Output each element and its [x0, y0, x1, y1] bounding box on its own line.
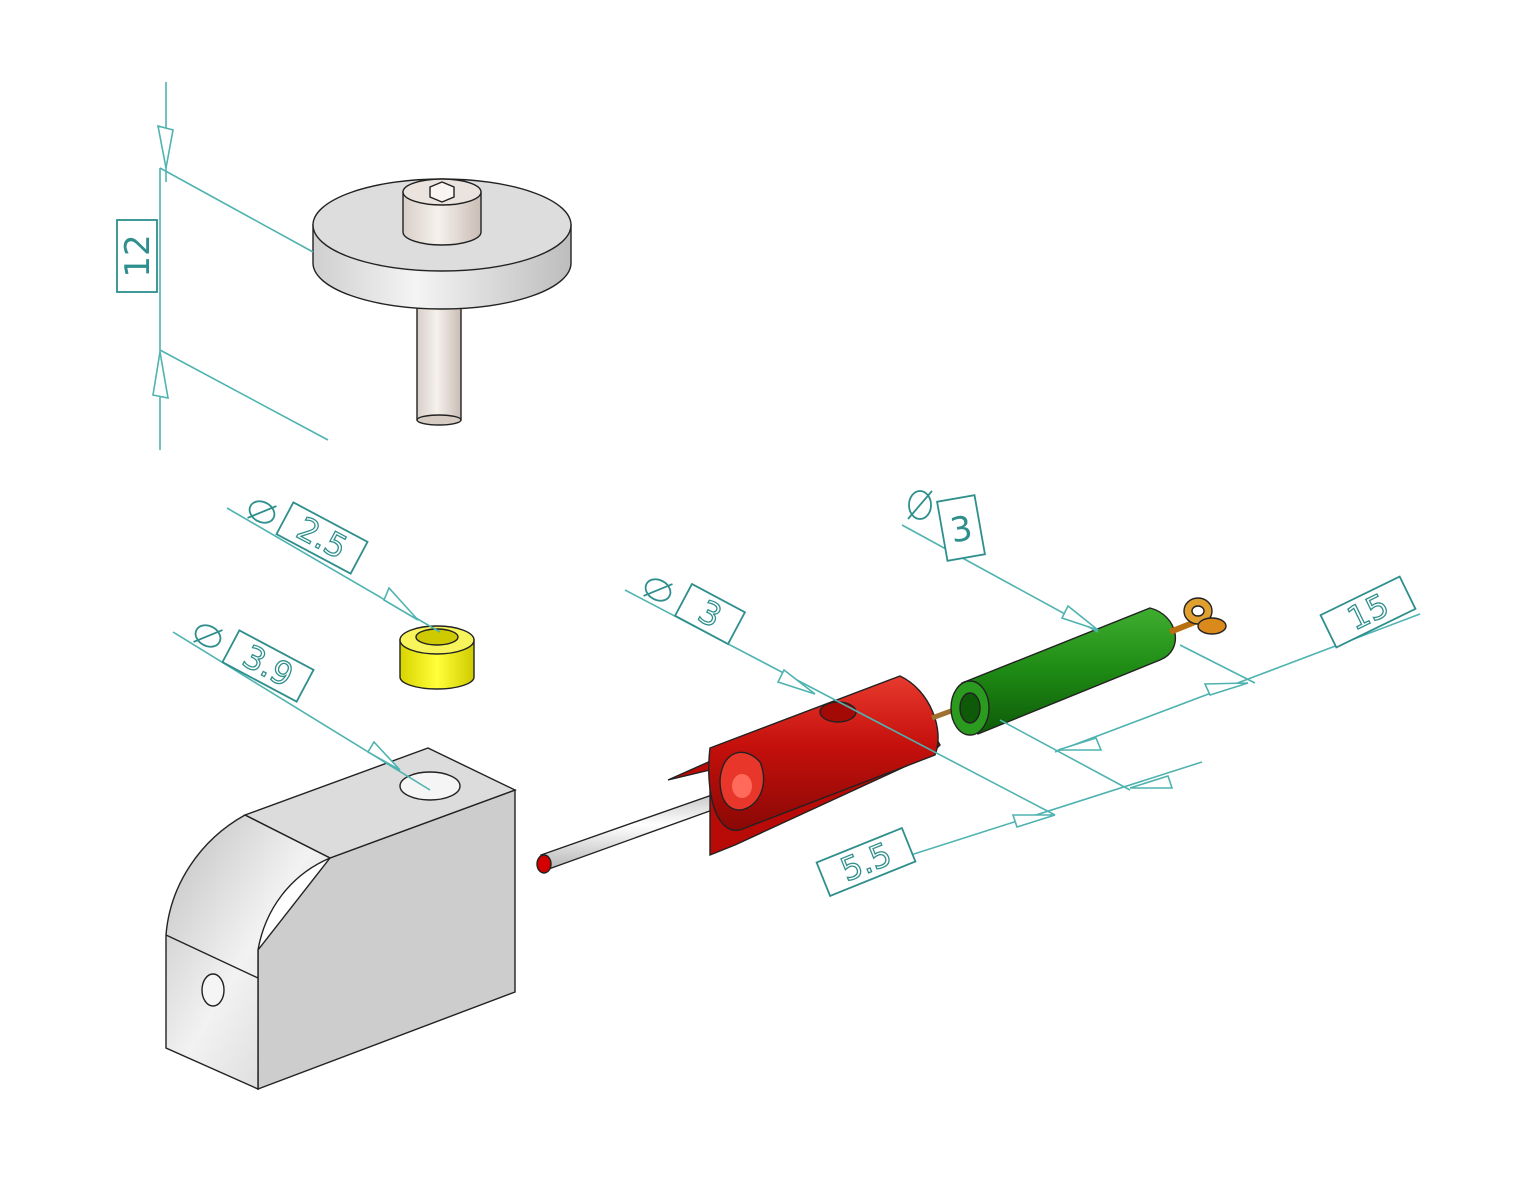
rod-tip — [536, 854, 552, 874]
rod-part — [536, 794, 719, 874]
spacer-part — [399, 625, 475, 690]
dimension-15: 15 — [999, 575, 1421, 791]
dimension-dia-2-5: 2.5 — [226, 500, 441, 633]
housing-body — [708, 675, 939, 831]
dim-box-12 — [116, 219, 158, 293]
connector-part — [1168, 597, 1227, 635]
bolt-washer-part — [312, 178, 572, 426]
bolt-shaft — [416, 297, 462, 421]
housing-port — [819, 701, 857, 723]
dimension-12: 12 — [116, 82, 329, 450]
bolt-shaft-end — [416, 414, 462, 426]
dimension-5-5: 5.5 — [815, 761, 1203, 898]
dimension-dia-3-9: 3.9 — [172, 624, 431, 791]
tube-part — [950, 607, 1177, 736]
tube-body — [961, 607, 1177, 735]
dimension-dia-3-left: 3 — [624, 578, 1056, 816]
block-side-hole — [201, 973, 225, 1007]
block-top-hole — [399, 771, 461, 801]
block-part — [165, 747, 517, 1091]
dimension-dia-3-right: 3 — [901, 490, 1099, 633]
block-curved-face — [165, 814, 332, 1091]
bolt-head-side — [402, 191, 482, 246]
spacer-bore — [415, 628, 459, 646]
housing-part — [667, 675, 941, 857]
dim-label-12: 12 — [118, 234, 158, 277]
hex-socket-icon — [429, 181, 455, 203]
